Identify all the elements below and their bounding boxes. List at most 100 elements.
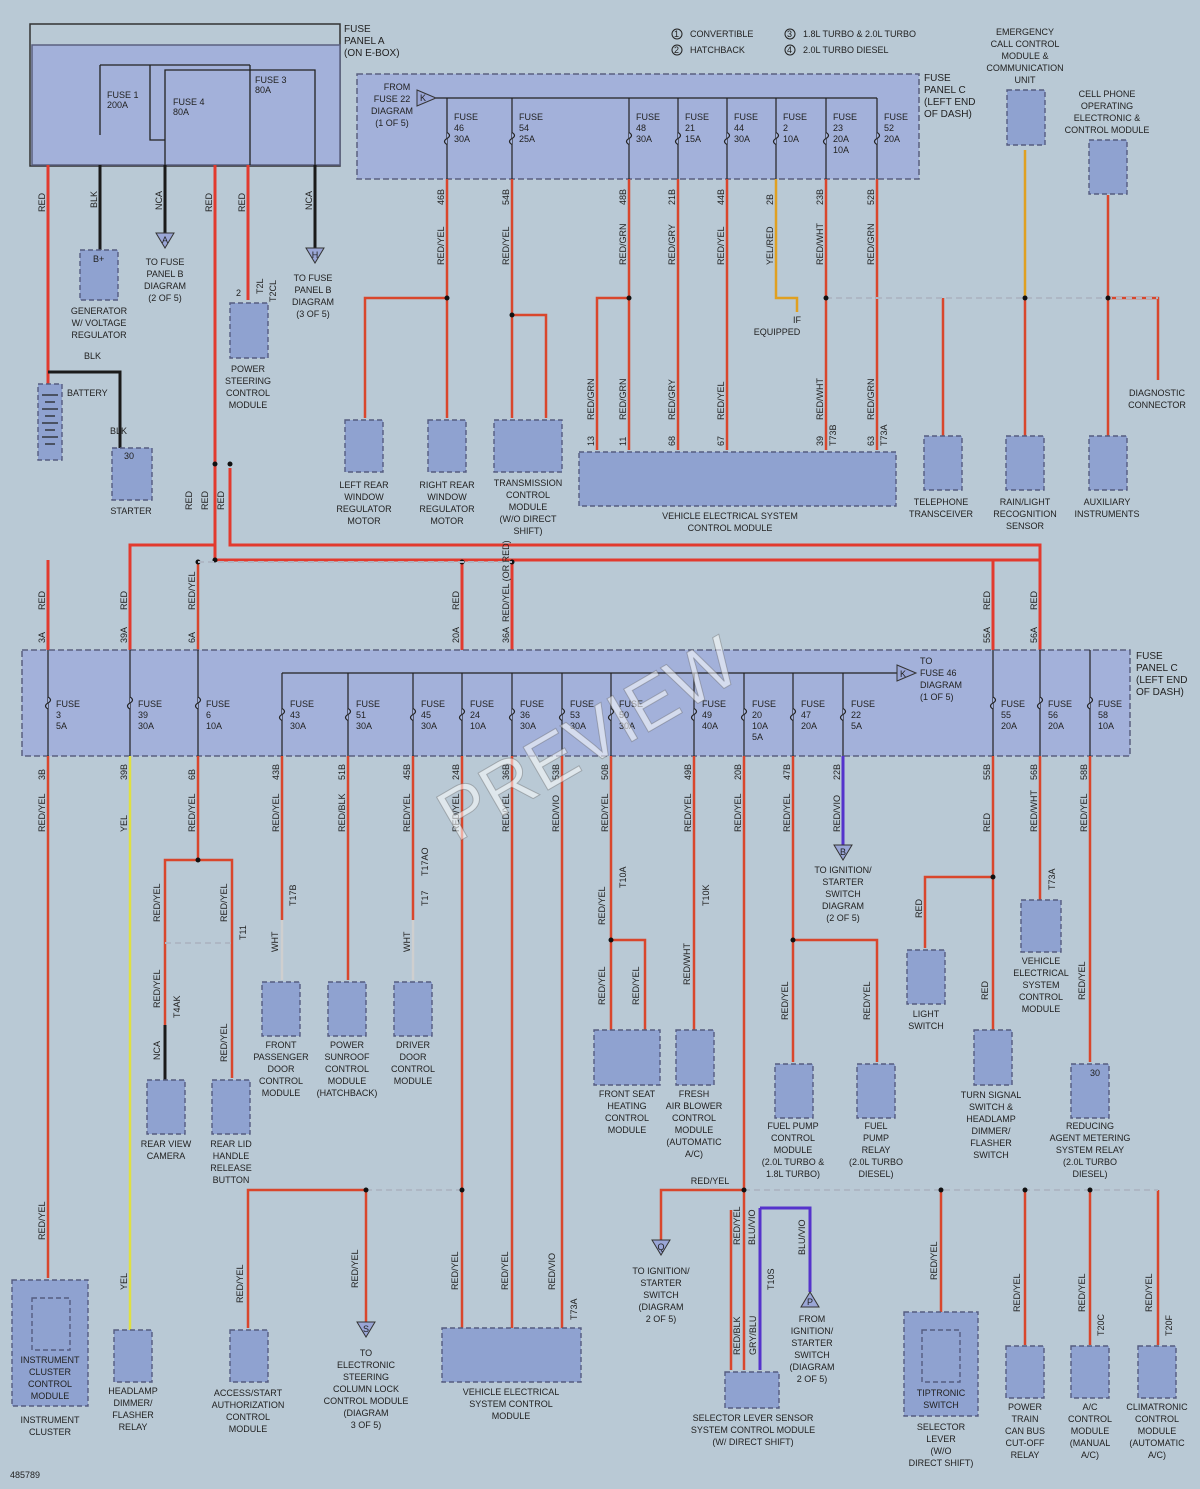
bottom-out-wire: RED/YEL	[187, 793, 197, 832]
svg-text:T20C: T20C	[1096, 1313, 1106, 1336]
top-fuse-text: 44	[734, 123, 744, 133]
transmission-control-module: TRANSMISSION CONTROL MODULE (W/O DIRECT …	[493, 419, 563, 536]
svg-text:CONTROL: CONTROL	[771, 1133, 815, 1143]
bottom-fuse-text: FUSE	[290, 699, 314, 709]
battery: BATTERY	[37, 383, 108, 461]
svg-text:SWITCH: SWITCH	[923, 1400, 959, 1410]
svg-text:REAR LID: REAR LID	[210, 1139, 252, 1149]
bottom-fuse-text: 6	[206, 710, 211, 720]
vescm-wire: RED/GRN	[586, 378, 596, 420]
svg-text:POWER: POWER	[231, 364, 266, 374]
top-fuse-text: 30A	[454, 134, 470, 144]
bottom-out-wire: RED/YEL	[600, 793, 610, 832]
svg-text:3: 3	[787, 29, 792, 39]
svg-text:OF DASH): OF DASH)	[1136, 687, 1184, 698]
vescm-top-pins: T73B T73A	[828, 424, 889, 446]
svg-text:T17B: T17B	[288, 884, 298, 906]
svg-text:CONTROL: CONTROL	[259, 1076, 303, 1086]
svg-text:CONTROL: CONTROL	[1019, 992, 1063, 1002]
telephone-transceiver: TELEPHONE TRANSCEIVER	[909, 435, 974, 519]
svg-text:T73A: T73A	[569, 1298, 579, 1320]
bottom-fuse-text: FUSE	[206, 699, 230, 709]
svg-text:(W/ DIRECT SHIFT): (W/ DIRECT SHIFT)	[712, 1437, 793, 1447]
svg-text:T2L: T2L	[255, 278, 265, 294]
svg-text:DIAGRAM: DIAGRAM	[920, 680, 962, 690]
svg-text:(DIAGRAM: (DIAGRAM	[344, 1408, 389, 1418]
svg-text:(1 OF 5): (1 OF 5)	[920, 692, 954, 702]
svg-text:HEATING: HEATING	[607, 1101, 646, 1111]
bottom-in-wire: RED	[1029, 590, 1039, 610]
svg-text:RED/YEL: RED/YEL	[1012, 1273, 1022, 1312]
svg-text:LIGHT: LIGHT	[913, 1009, 940, 1019]
svg-text:CONTROL: CONTROL	[226, 1412, 270, 1422]
svg-text:30: 30	[1090, 1068, 1100, 1078]
bottom-fuse-text: 49	[702, 710, 712, 720]
svg-text:RED: RED	[216, 490, 226, 510]
bottom-out-pin: 43B	[271, 764, 281, 780]
top-fuse-text: 25A	[519, 134, 535, 144]
bottom-fuse-text: 10A	[470, 721, 486, 731]
svg-text:RED: RED	[204, 192, 214, 212]
bottom-fuse-text: 5A	[56, 721, 67, 731]
wire-labels-top: RED BLK NCA RED RED NCA BLK BLK RED RED …	[37, 191, 314, 510]
bottom-fuse-text: FUSE	[619, 699, 643, 709]
bottom-out-wire: RED	[982, 812, 992, 832]
svg-text:(DIAGRAM: (DIAGRAM	[639, 1302, 684, 1312]
bottom-fuse-text: FUSE	[520, 699, 544, 709]
svg-text:SENSOR: SENSOR	[1006, 521, 1045, 531]
svg-text:STEERING: STEERING	[225, 376, 271, 386]
svg-text:T4AK: T4AK	[172, 995, 182, 1018]
bottom-fuse-text: 58	[1098, 710, 1108, 720]
svg-text:CELL PHONE: CELL PHONE	[1079, 89, 1136, 99]
top-fuse-text: FUSE	[685, 112, 709, 122]
svg-text:NCA: NCA	[154, 191, 164, 210]
bottom-out-wire: RED/YEL	[402, 793, 412, 832]
bottom-fuse-text: 5A	[752, 732, 763, 742]
svg-text:TRAIN: TRAIN	[1012, 1414, 1039, 1424]
bottom-out-wire: RED/YEL	[683, 793, 693, 832]
svg-text:SWITCH: SWITCH	[973, 1150, 1009, 1160]
svg-text:MOTOR: MOTOR	[430, 516, 464, 526]
svg-text:DIMMER/: DIMMER/	[114, 1398, 153, 1408]
fresh-air-blower-module: FRESH AIR BLOWER CONTROL MODULE (AUTOMAT…	[666, 1029, 723, 1159]
bottom-in-pin: 3A	[37, 632, 47, 643]
svg-text:A/C): A/C)	[1081, 1450, 1099, 1460]
bottom-fuse-text: 10A	[1098, 721, 1114, 731]
bottom-fuse-text: 53	[570, 710, 580, 720]
svg-text:T2CL: T2CL	[268, 280, 278, 302]
svg-text:CONNECTOR: CONNECTOR	[1128, 400, 1186, 410]
top-fuse-text: FUSE	[884, 112, 908, 122]
bottom-fuse-text: 20A	[1001, 721, 1017, 731]
vescm-pin: 67	[716, 436, 726, 446]
fuse-panel-c-top: FUSE PANEL C (LEFT END OF DASH) FROM FUS…	[356, 73, 976, 180]
bottom-fuse-text: FUSE	[752, 699, 776, 709]
svg-text:CLIMATRONIC: CLIMATRONIC	[1126, 1402, 1188, 1412]
diagram-id: 485789	[10, 1470, 40, 1480]
svg-text:RED: RED	[184, 490, 194, 510]
svg-text:PANEL C: PANEL C	[924, 85, 966, 96]
top-fuse-text: 10A	[783, 134, 799, 144]
svg-text:DIESEL): DIESEL)	[858, 1169, 893, 1179]
bottom-fuse-text: 30A	[520, 721, 536, 731]
svg-text:(2 OF 5): (2 OF 5)	[148, 293, 182, 303]
svg-text:T10S: T10S	[766, 1268, 776, 1290]
bottom-out-pin: 50B	[600, 764, 610, 780]
svg-text:RED/YEL: RED/YEL	[1077, 961, 1087, 1000]
vescm-pin: 68	[667, 436, 677, 446]
legend-1: CONVERTIBLE	[690, 29, 753, 39]
top-fuse-text: 20A	[833, 134, 849, 144]
bottom-fuse-text: FUSE	[56, 699, 80, 709]
svg-text:VEHICLE: VEHICLE	[1022, 956, 1061, 966]
svg-text:CAN BUS: CAN BUS	[1005, 1426, 1045, 1436]
svg-text:CONTROL: CONTROL	[1068, 1414, 1112, 1424]
svg-text:FROM: FROM	[799, 1314, 826, 1324]
bottom-fuse-text: 30A	[356, 721, 372, 731]
left-rear-window-motor: LEFT REAR WINDOW REGULATOR MOTOR	[336, 419, 392, 526]
power-train-can-relay: POWER TRAIN CAN BUS CUT-OFF RELAY	[1005, 1345, 1045, 1460]
diagnostic-connector: DIAGNOSTIC CONNECTOR	[1128, 388, 1186, 410]
